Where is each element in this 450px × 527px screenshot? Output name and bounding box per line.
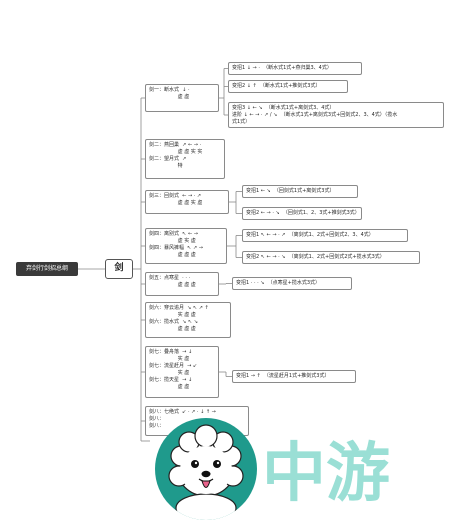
node-line: 剑八：七绝式 ↙ · ↗ · ↓ ↑ → xyxy=(149,409,216,415)
node-line: 变招1 ← ↘ （回剑式1式+离剑式3式） xyxy=(246,188,335,194)
node-line: 实 虚 虚 xyxy=(149,312,196,318)
node-line: 剑八： xyxy=(149,416,165,422)
node-line: 变招2 ← → · ↘ （回剑式1、2、3式+推剑式3式） xyxy=(246,210,360,216)
node-line: 剑五：点寒星 · · · xyxy=(149,275,191,281)
branch-node-1: 剑一：断水式 ↓ · 虚 虚 xyxy=(145,84,219,112)
dog-avatar-icon xyxy=(155,418,257,520)
leaf-node-4: 变招1 ← ↘ （回剑式1式+离剑式3式） xyxy=(242,185,358,198)
branch-node-5: 剑五：点寒星 · · · 虚 虚 虚 xyxy=(145,272,219,296)
leaf-node-8: 变招1 · · · ↘ （点寒星+揽水式3式） xyxy=(232,277,352,290)
node-line: 式1式） xyxy=(232,119,251,125)
node-line: 剑一：断水式 ↓ · xyxy=(149,87,190,93)
node-line: 虚 虚 虚 xyxy=(149,326,196,332)
branch-node-3: 剑三：回剑式 ← → · ↗ 虚 虚 实 虚 xyxy=(145,190,229,214)
branch-node-7: 剑七：叠舟落 → ↓ 实 虚剑七：流星赶月 → ↙ 实 虚剑七：揽天星 → ↓ … xyxy=(145,346,219,398)
node-line: 特 xyxy=(149,163,183,169)
main-node-sword: 剑 xyxy=(105,259,133,279)
node-line: 虚 实 虚 xyxy=(149,238,196,244)
node-line: 虚 虚 xyxy=(149,94,190,100)
node-line: 变招1 ↖ ← → · ↗ （离剑式1、2式+回剑式2、3、4式） xyxy=(246,232,374,238)
leaf-node-5: 变招2 ← → · ↘ （回剑式1、2、3式+推剑式3式） xyxy=(242,207,362,220)
node-line: 实 虚 xyxy=(149,356,190,362)
branch-node-6: 剑六：穿云追月 ↘ ↖ ↗ ↑ 实 虚 虚剑六：揽水式 ↘ ↖ ↘ 虚 虚 虚 xyxy=(145,302,231,338)
branch-node-2: 剑二：燕回巢 ↗ ← → · 虚 虚 实 实剑二：望月式 ↗ 特 xyxy=(145,139,225,179)
branch-node-4: 剑四：离别式 ↖ ← → 虚 实 虚剑四：暴风裤幅 ↖ ↗ → 虚 虚 虚 xyxy=(145,228,227,264)
node-line: 剑三：回剑式 ← → · ↗ xyxy=(149,193,202,199)
leaf-node-9: 变招1 → ↑ （流星赶月1式+推剑式3式） xyxy=(232,370,356,383)
leaf-node-6: 变招1 ↖ ← → · ↗ （离剑式1、2式+回剑式2、3、4式） xyxy=(242,229,408,242)
node-line: 剑四：暴风裤幅 ↖ ↗ → xyxy=(149,245,203,251)
leaf-node-3: 变招3 ↓ ← ↘ （断水式1式+离剑式3、4式）进阶 ↓ ← → · ↗ / … xyxy=(228,102,444,128)
node-line: 变招1 → ↑ （流星赶月1式+推剑式3式） xyxy=(236,373,330,379)
node-line: 剑六：穿云追月 ↘ ↖ ↗ ↑ xyxy=(149,305,209,311)
node-line: 实 虚 xyxy=(149,370,190,376)
node-line: 虚 虚 虚 xyxy=(149,252,196,258)
node-line: 虚 虚 实 虚 xyxy=(149,200,203,206)
node-line: 变招2 ↖ ← → · ↘ （离剑式1、2式+回剑式2式+揽水式3式） xyxy=(246,254,385,260)
leaf-node-1: 变招1 ↓ → · （断水式1式+燕归巢3、4式） xyxy=(228,62,362,75)
node-line: 剑二：望月式 ↗ xyxy=(149,156,187,162)
node-line: 虚 虚 xyxy=(149,384,190,390)
leaf-node-7: 变招2 ↖ ← → · ↘ （离剑式1、2式+回剑式2式+揽水式3式） xyxy=(242,251,420,264)
watermark-logo: 中游 xyxy=(262,437,390,511)
node-line: 剑八： xyxy=(149,423,165,429)
node-line: 进阶 ↓ ← → · ↗ / ↘ （断水式1式+离剑式3式+回剑式2、3、4式）… xyxy=(232,112,398,118)
node-line: 变招2 ↓ ↑ （断水式1式+推剑式3式） xyxy=(232,83,321,89)
root-node: 弃剑行剑招总纲 xyxy=(16,262,78,276)
node-line: 剑六：揽水式 ↘ ↖ ↘ xyxy=(149,319,198,325)
node-line: 剑二：燕回巢 ↗ ← → · xyxy=(149,142,202,148)
node-line: 变招1 ↓ → · （断水式1式+燕归巢3、4式） xyxy=(232,65,332,71)
node-line: 剑七：流星赶月 → ↙ xyxy=(149,363,198,369)
node-line: 剑四：离别式 ↖ ← → xyxy=(149,231,198,237)
node-line: 剑七：叠舟落 → ↓ xyxy=(149,349,193,355)
leaf-node-2: 变招2 ↓ ↑ （断水式1式+推剑式3式） xyxy=(228,80,348,93)
node-line: 变招1 · · · ↘ （点寒星+揽水式3式） xyxy=(236,280,321,286)
node-line: 剑七：揽天星 → ↓ xyxy=(149,377,193,383)
node-line: 虚 虚 实 实 xyxy=(149,149,203,155)
node-line: 变招3 ↓ ← ↘ （断水式1式+离剑式3、4式） xyxy=(232,105,335,111)
node-line: 虚 虚 虚 xyxy=(149,282,196,288)
